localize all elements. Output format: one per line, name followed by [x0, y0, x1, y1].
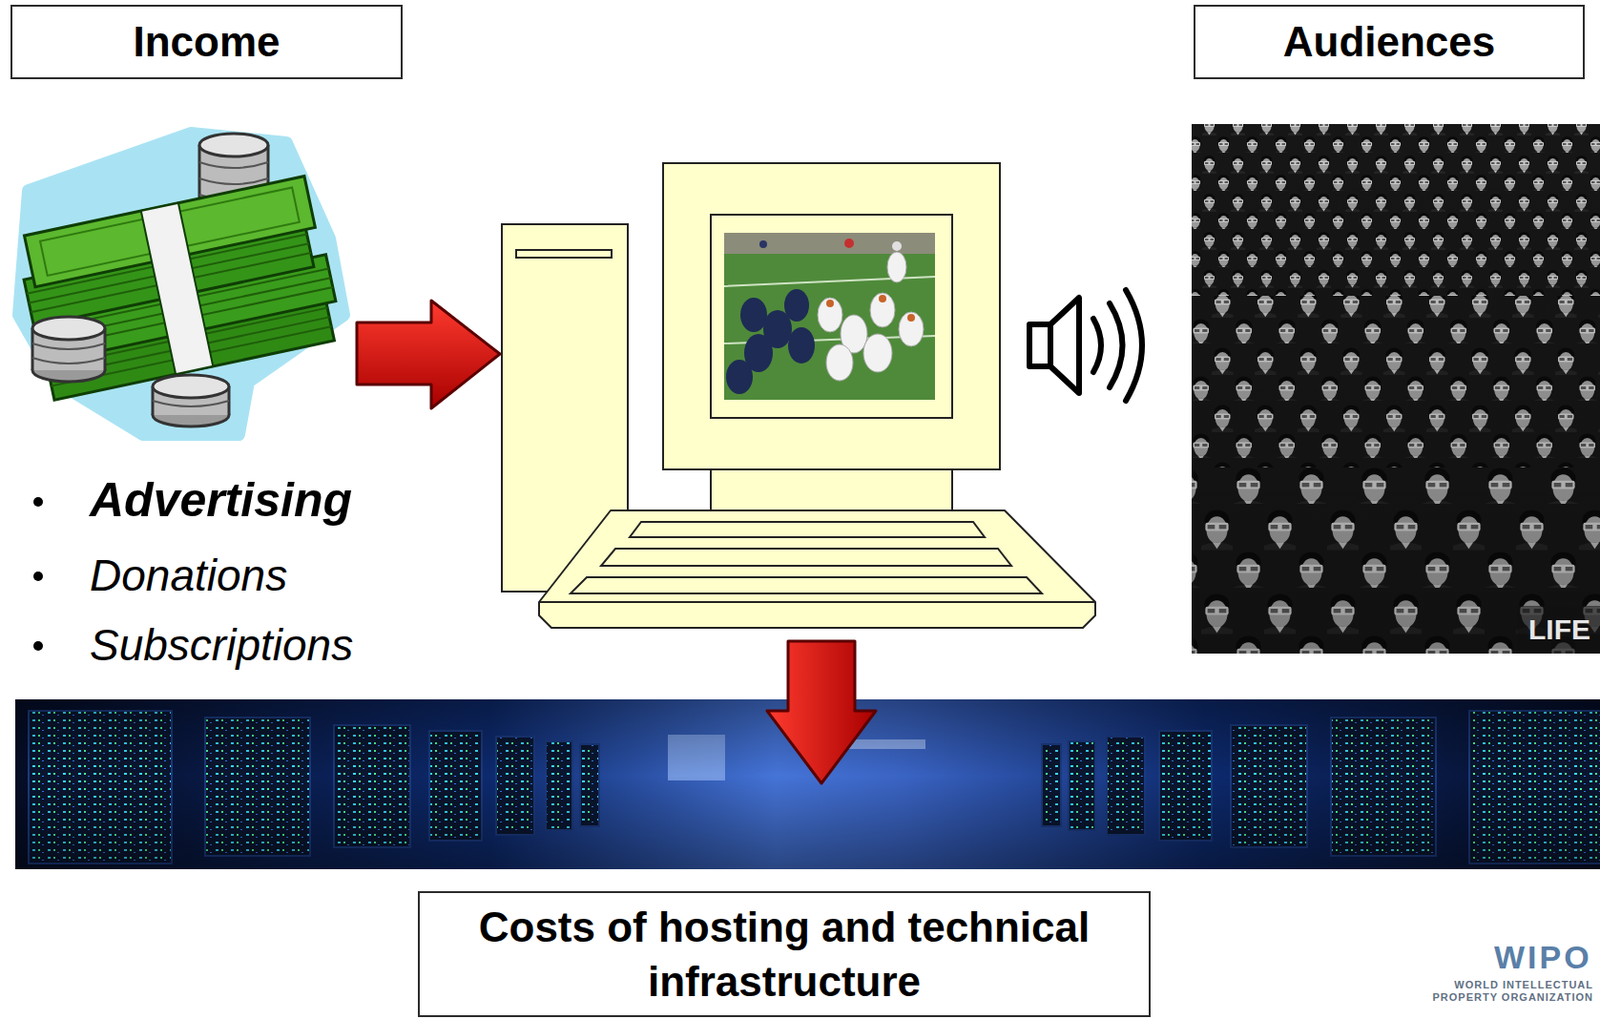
- computer-illustration: [501, 163, 1096, 628]
- computer-illustration: [710, 469, 953, 514]
- computer-illustration: [516, 249, 612, 258]
- money-illustration: [103, 328, 107, 371]
- red-arrow: [356, 300, 500, 409]
- football-image: [724, 232, 936, 400]
- computer-illustration: [710, 214, 953, 418]
- speaker-icon: [1050, 297, 1080, 394]
- money-illustration: [32, 316, 105, 340]
- money-illustration: [141, 203, 214, 375]
- caption-box: Costs of hosting and technical infrastru…: [417, 891, 1151, 1018]
- money-illustration: [152, 374, 229, 427]
- football-image: [870, 292, 895, 328]
- football-image: [788, 327, 815, 364]
- box-text: Audiences: [1283, 18, 1497, 67]
- money-illustration: [15, 133, 345, 435]
- computer-illustration: [570, 577, 1042, 594]
- football-image: [887, 251, 907, 283]
- football-image: [759, 240, 768, 249]
- football-image: [892, 241, 902, 251]
- speaker-icon: [1093, 318, 1102, 373]
- money-illustration: [19, 133, 344, 435]
- football-image: [817, 297, 843, 333]
- money-illustration: [199, 133, 269, 157]
- money-illustration: [31, 328, 35, 371]
- football-image: [784, 289, 810, 322]
- logo-text: WIPO: [1494, 938, 1593, 977]
- football-image: [898, 311, 924, 347]
- football-image: [726, 289, 815, 395]
- computer-illustration: [539, 510, 1096, 628]
- watermark: LIFE: [1528, 613, 1591, 647]
- logo-text: WORLD INTELLECTUAL PROPERTY ORGANIZATION: [1402, 978, 1594, 1003]
- bullet-dot: [33, 641, 43, 651]
- football-image: [863, 333, 893, 373]
- bullet-dot: [33, 571, 43, 582]
- football-image: [726, 359, 753, 395]
- football-image: [817, 251, 924, 381]
- football-image: [724, 232, 936, 400]
- speaker-icon: [1029, 324, 1051, 367]
- computer-illustration: [539, 601, 1096, 603]
- football-image: [740, 297, 768, 333]
- football-image: [907, 313, 915, 322]
- speaker-icon: [1029, 290, 1143, 401]
- red-arrow: [767, 641, 876, 784]
- audience-photo: [1191, 124, 1600, 654]
- header-box: Audiences: [1193, 4, 1585, 80]
- football-image: [826, 299, 834, 308]
- computer-illustration: [629, 521, 985, 538]
- bullet-dot: [33, 497, 43, 507]
- speaker-icon: [1109, 303, 1123, 388]
- money-illustration: [15, 175, 345, 402]
- football-image: [844, 238, 854, 249]
- box-text: Costs of hosting and technical infrastru…: [433, 899, 1136, 1009]
- money-illustration: [152, 400, 229, 407]
- income-source: Advertising: [89, 473, 353, 529]
- header-box: Income: [10, 4, 403, 80]
- box-text: Income: [132, 18, 280, 67]
- football-image: [878, 294, 887, 303]
- bullet-dot: [33, 497, 43, 651]
- football-image: [724, 232, 936, 254]
- audience-photo: [1516, 605, 1600, 654]
- money-illustration: [32, 343, 105, 364]
- money-illustration: [152, 374, 229, 398]
- football-image: [826, 344, 853, 381]
- speaker-icon: [1125, 290, 1143, 401]
- football-image: [826, 294, 915, 322]
- audience-photo: [1191, 124, 1600, 654]
- computer-illustration: [601, 548, 1012, 566]
- money-illustration: [32, 316, 105, 382]
- audience-photo: [1191, 124, 1600, 654]
- income-source: Donations: [89, 550, 288, 602]
- income-source: Subscriptions: [89, 620, 354, 671]
- computer-illustration: [663, 163, 1000, 470]
